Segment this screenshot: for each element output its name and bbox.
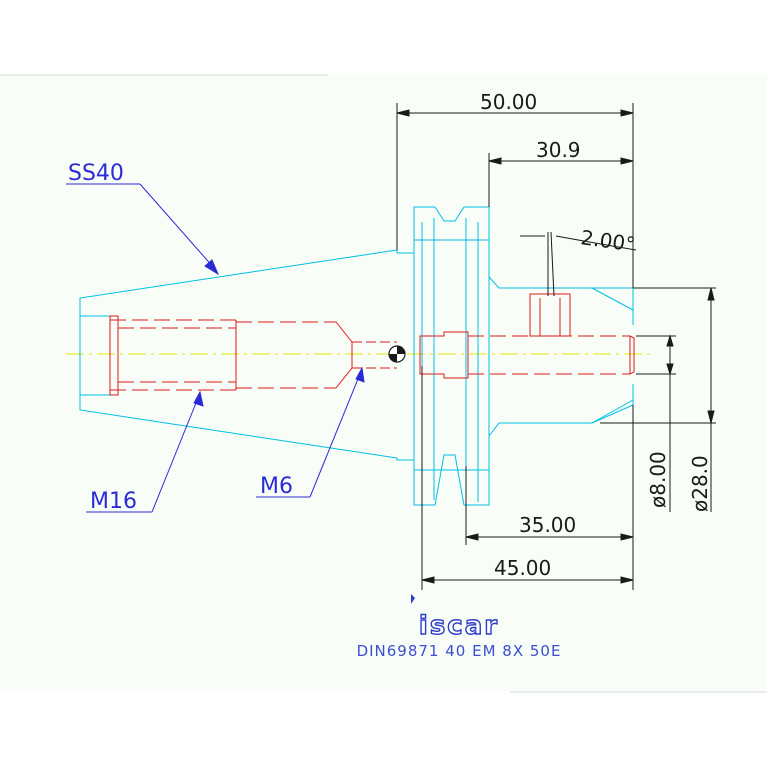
callout-label-taper: SS40 [68,161,124,186]
center-point-fill [389,346,405,362]
dim-35-arrow-right [620,533,634,541]
bore-cone [335,321,353,389]
m16-thread-bore [109,315,119,396]
angle-line-b [550,231,555,297]
angle-arc-right [555,235,637,251]
callout-labels: SS40 M16 M6 [68,161,293,514]
taper-shank-outline [79,249,398,459]
dim-45-arrow-left [421,576,435,584]
callout-m6-leader [309,373,361,498]
dim-label-overall-length: 50.00 [480,90,537,114]
drawing-sheet [0,75,767,692]
dim-45-arrow-right [620,576,634,584]
dim-28-arrow-bottom [707,410,715,424]
dim-50-arrow-left [396,109,410,117]
dimension-lines [396,103,716,590]
dim-30-arrow-right [620,157,634,165]
designation-caption: DIN69871 40 EM 8X 50E [357,642,562,660]
callout-label-thread-small: M6 [260,474,293,499]
iscar-logo: iscar [411,594,499,642]
collet-bore [419,331,469,379]
callout-taper-arrow [204,259,220,276]
callout-taper-leader [139,183,215,269]
dim-50-arrow-right [620,109,634,117]
dim-8-arrow-top [666,334,674,347]
dim-8-arrow-bottom [666,363,674,376]
bore-nose [629,335,635,375]
clamping-screw-hole [529,293,571,337]
callout-label-thread-large: M16 [90,489,137,514]
dim-28-arrow-top [707,287,715,301]
callout-m16-arrow [193,390,204,407]
dim-label-depth-35: 35.00 [519,513,576,537]
logo-wordmark: iscar [419,611,499,641]
internal-features [109,293,635,396]
callout-m6-arrow [355,366,365,383]
callouts [66,183,365,513]
nose-chamfer-2 [591,399,634,424]
dim-35-arrow-left [465,533,479,541]
dim-30-arrow-left [488,157,502,165]
flange-outline-lower [396,384,634,506]
callout-m16-leader [151,397,199,513]
dim-label-bore: ø8.00 [646,451,670,508]
logo-flame-mark [411,594,415,604]
nose-chamfer [591,287,634,311]
dim-label-flange-to-end: 30.9 [536,138,581,162]
dim-label-depth-45: 45.00 [494,556,551,580]
dimension-labels: 50.00 30.9 2.00° 35.00 45.00 ø8.00 ø28.0 [480,90,712,580]
dim-label-outer-diameter: ø28.0 [688,455,712,512]
